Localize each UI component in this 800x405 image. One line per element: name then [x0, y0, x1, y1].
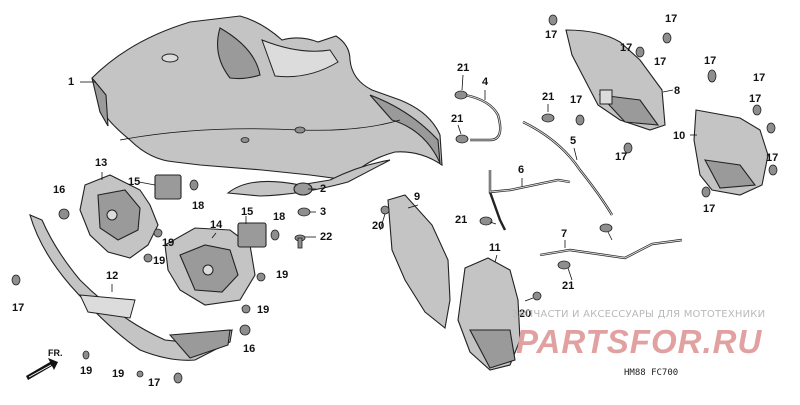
callout-17: 17	[615, 151, 628, 163]
callout-13: 13	[95, 157, 108, 169]
cable-5-part	[522, 120, 614, 216]
front-marker-label: FR.	[48, 348, 63, 358]
callout-19: 19	[80, 365, 93, 377]
callout-17: 17	[749, 93, 762, 105]
callout-21: 21	[457, 62, 470, 74]
callout-7: 7	[561, 228, 568, 240]
diagram-code: HM88 FC700	[624, 368, 679, 378]
callout-17: 17	[766, 152, 779, 164]
cover-11-part	[457, 257, 521, 371]
bracket-13-part	[79, 174, 159, 259]
callout-17: 17	[753, 72, 766, 84]
callout-18: 18	[273, 211, 286, 223]
callout-17: 17	[665, 13, 678, 25]
callout-5: 5	[570, 135, 577, 147]
callout-19: 19	[112, 368, 125, 380]
callout-22: 22	[320, 231, 333, 243]
lower-panel-12-part	[29, 214, 233, 361]
bolt-22-part	[294, 234, 306, 249]
callout-17: 17	[570, 94, 583, 106]
callout-18: 18	[192, 200, 205, 212]
callout-10: 10	[673, 130, 686, 142]
rear-fender-part	[91, 15, 443, 197]
front-arrow-icon	[26, 358, 58, 380]
fastener-group	[11, 14, 778, 384]
callout-20: 20	[372, 220, 385, 232]
watermark-logo: PARTSFOR.RU	[516, 323, 763, 360]
callout-21: 21	[455, 214, 468, 226]
panel-9-part	[387, 194, 451, 330]
callout-19: 19	[153, 255, 166, 267]
rod-7-part	[539, 238, 683, 260]
block-15-top-part	[154, 174, 182, 200]
leader-lines	[80, 74, 697, 302]
callout-8: 8	[674, 85, 681, 97]
callout-6: 6	[518, 164, 525, 176]
callout-21: 21	[451, 113, 464, 125]
collar-3-part	[297, 207, 311, 217]
callout-17: 17	[704, 55, 717, 67]
callout-17: 17	[148, 377, 161, 389]
block-15-bottom-part	[237, 222, 267, 248]
callout-17: 17	[654, 56, 667, 68]
callout-17: 17	[545, 29, 558, 41]
callout-14: 14	[210, 219, 223, 231]
callout-9: 9	[414, 191, 421, 203]
callout-4: 4	[482, 76, 489, 88]
watermark-tagline: ЗАПЧАСТИ И АКСЕССУАРЫ ДЛЯ МОТОТЕХНИКИ	[512, 309, 766, 320]
callout-1: 1	[68, 76, 75, 88]
callout-16-left: 16	[53, 184, 66, 196]
callout-19: 19	[276, 269, 289, 281]
callout-15-bottom: 15	[241, 206, 254, 218]
cover-10-part	[693, 109, 769, 196]
cable-4-part	[464, 93, 502, 142]
callout-11: 11	[489, 242, 501, 254]
callout-2: 2	[320, 183, 327, 195]
callout-17: 17	[12, 302, 25, 314]
panel-8-part	[565, 29, 666, 131]
callout-17: 17	[703, 203, 716, 215]
callout-21: 21	[562, 280, 575, 292]
callout-15-top: 15	[128, 176, 141, 188]
callout-19: 19	[162, 237, 175, 249]
callout-20: 20	[519, 308, 532, 320]
callout-12: 12	[106, 270, 119, 282]
callout-16-bottom: 16	[243, 343, 256, 355]
callout-3: 3	[320, 206, 327, 218]
callout-17: 17	[620, 42, 633, 54]
callout-19: 19	[257, 304, 270, 316]
bracket-14-part	[164, 227, 256, 306]
rod-6-part	[488, 170, 571, 231]
callout-21: 21	[542, 91, 555, 103]
